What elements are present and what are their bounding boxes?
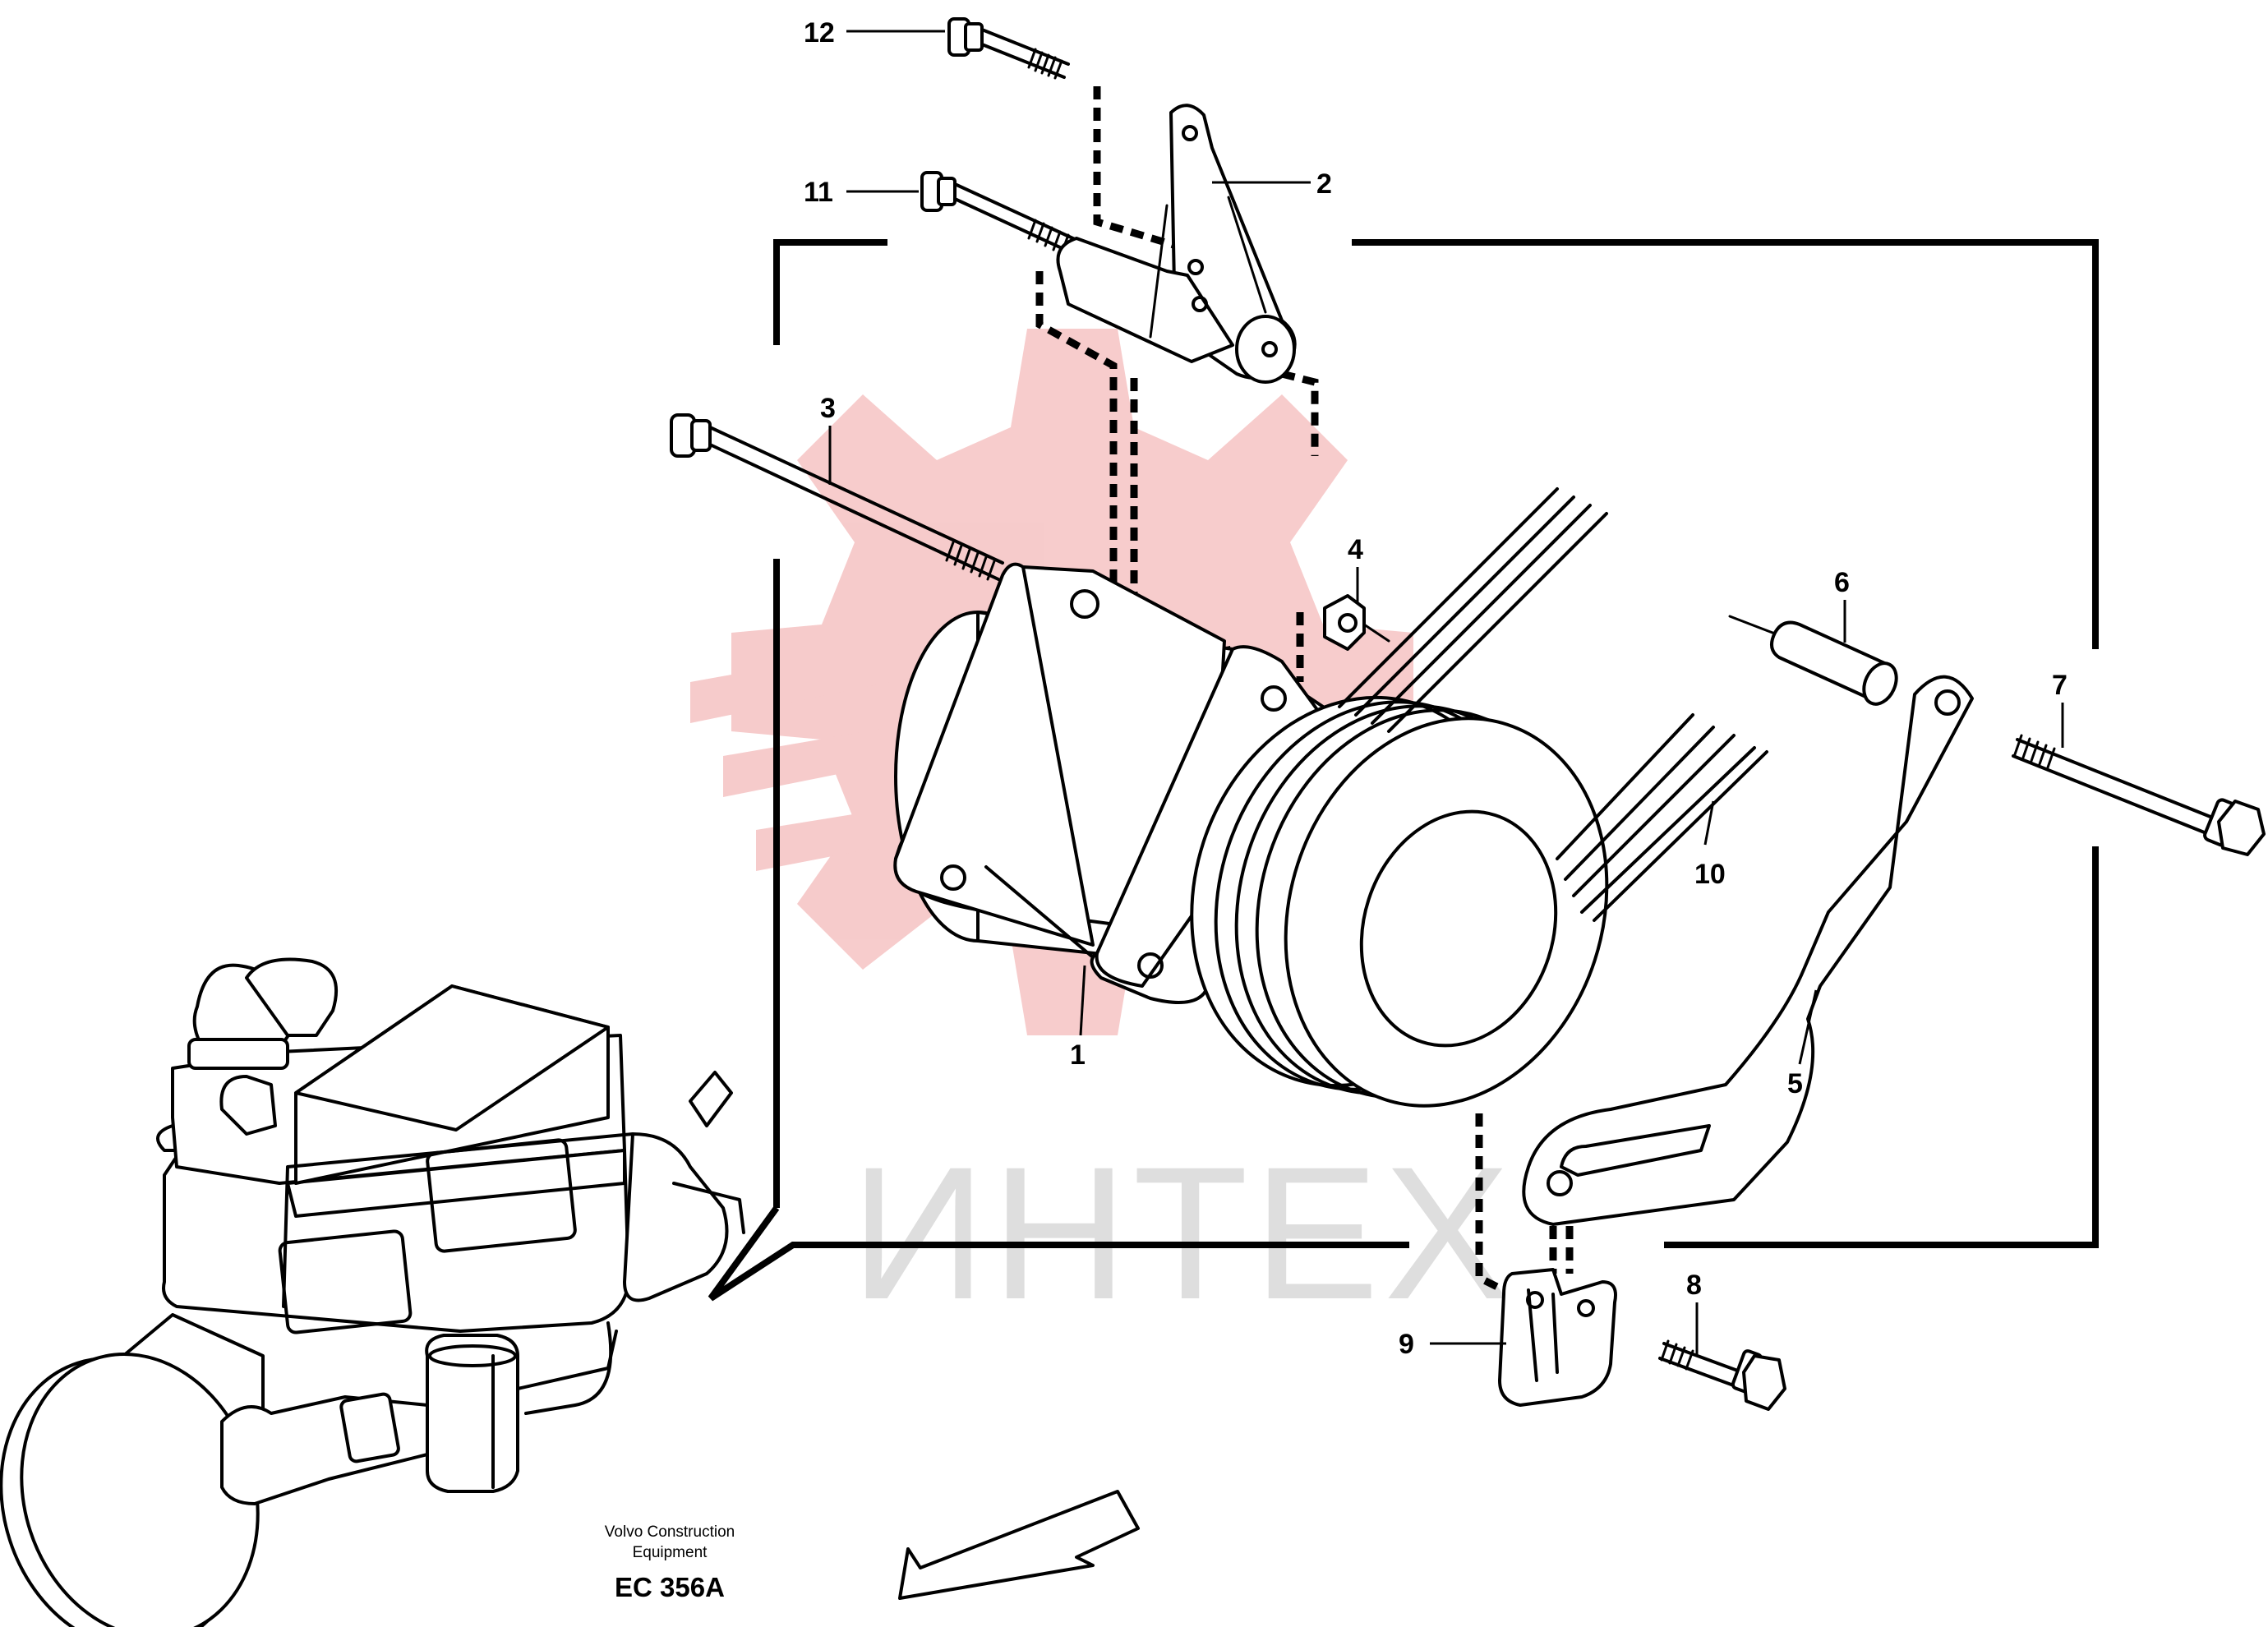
- callout-12: 12: [804, 17, 835, 48]
- part-3-bolt: [670, 413, 1004, 581]
- part-8-bolt: [1658, 1339, 1786, 1411]
- callout-2: 2: [1316, 168, 1332, 200]
- callout-6: 6: [1834, 567, 1850, 598]
- part-5-adjusting-arm: [1522, 675, 1974, 1226]
- callout-4: 4: [1348, 534, 1363, 565]
- callout-9: 9: [1399, 1329, 1414, 1360]
- part-1-compressor: [893, 562, 1609, 1108]
- callout-1: 1: [1070, 1039, 1086, 1071]
- part-9-clevis-bracket: [1498, 1268, 1617, 1407]
- callout-11: 11: [804, 177, 833, 208]
- detail-frame: [708, 239, 2099, 1302]
- figure-caption: Volvo Construction Equipment EC 356A: [605, 1523, 735, 1602]
- part-11-bolt: [920, 171, 1078, 255]
- part-2-bracket: [1056, 104, 1297, 384]
- callout-5: 5: [1787, 1068, 1803, 1099]
- callout-3: 3: [820, 393, 836, 424]
- part-6-spacer-sleeve: [1728, 615, 1898, 706]
- callout-leader-lines: [828, 30, 2064, 1356]
- part-7-bolt: [2012, 734, 2266, 856]
- caption-line-2: Equipment: [633, 1544, 708, 1561]
- part-4-nut: [1323, 594, 1390, 651]
- callout-10: 10: [1694, 859, 1726, 890]
- callout-8: 8: [1686, 1270, 1702, 1301]
- part-12-bolt: [947, 17, 1070, 80]
- watermark-text: ИНТЕХ: [850, 1127, 1515, 1339]
- front-direction-arrow-icon-shape: [898, 1490, 1140, 1600]
- callout-7: 7: [2052, 670, 2067, 701]
- callout-labels: 12 11 2 3 4 1 5 6 7 10 8 9: [804, 17, 2067, 1360]
- caption-line-1: Volvo Construction: [605, 1523, 735, 1541]
- caption-code: EC 356A: [615, 1572, 725, 1602]
- part-10-drive-belts: [1338, 487, 1768, 922]
- engine-overview-icon: [0, 957, 745, 1627]
